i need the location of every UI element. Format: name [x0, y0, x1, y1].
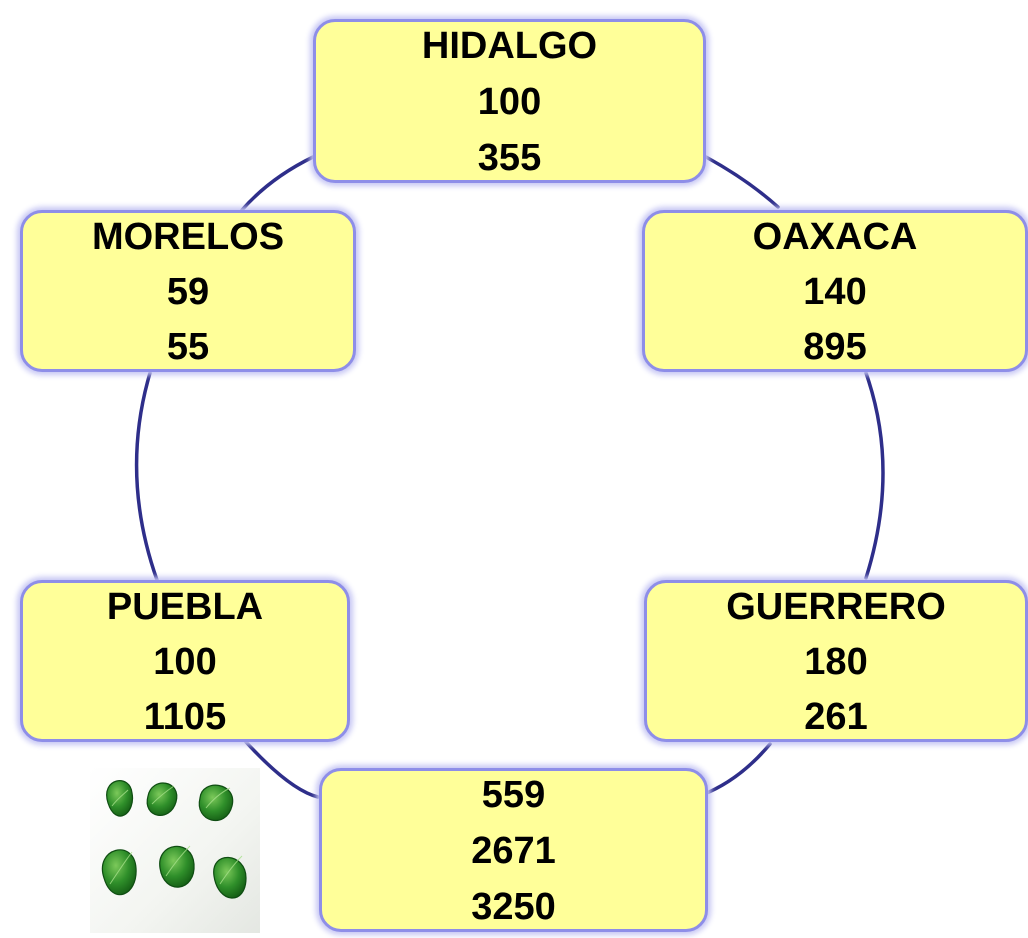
node-guerrero: GUERRERO 180 261 — [644, 580, 1028, 742]
connector-hidalgo-oaxaca — [704, 155, 780, 209]
node-guerrero-value2: 261 — [804, 696, 868, 738]
node-guerrero-value1: 180 — [804, 641, 868, 683]
node-oaxaca-value1: 140 — [803, 271, 867, 313]
connector-oaxaca-guerrero — [864, 371, 885, 580]
node-morelos-value2: 55 — [166, 326, 210, 368]
node-hidalgo: HIDALGO 100 355 — [313, 19, 706, 183]
node-morelos-name: MORELOS — [91, 216, 285, 258]
connector-morelos-hidalgo — [240, 155, 315, 212]
node-puebla-value1: 100 — [153, 641, 217, 683]
leaf-4 — [101, 849, 137, 896]
node-oaxaca-name: OAXACA — [752, 216, 918, 258]
node-puebla-name: PUEBLA — [106, 586, 264, 628]
leaf-6 — [213, 856, 247, 899]
node-oaxaca-value2: 895 — [803, 326, 867, 368]
connector-puebla-morelos — [134, 371, 159, 582]
connector-guerrero-total — [700, 742, 772, 797]
node-guerrero-name: GUERRERO — [726, 586, 946, 628]
node-total-value2: 2671 — [471, 830, 556, 872]
node-total-value3: 3250 — [471, 886, 556, 928]
leaf-2 — [146, 782, 178, 816]
green-leaves-icon — [90, 768, 260, 933]
node-hidalgo-name: HIDALGO — [421, 25, 598, 67]
leaf-5 — [159, 845, 195, 888]
node-hidalgo-value1: 100 — [477, 81, 542, 123]
leaf-1 — [106, 780, 134, 817]
node-total-value1: 559 — [481, 774, 546, 816]
node-morelos-value1: 59 — [166, 271, 210, 313]
node-puebla: PUEBLA 100 1105 — [20, 580, 350, 742]
connector-total-puebla — [244, 740, 320, 799]
node-puebla-value2: 1105 — [143, 696, 227, 738]
leaves-illustration — [101, 780, 247, 899]
node-total: 559 2671 3250 — [319, 768, 708, 932]
node-morelos: MORELOS 59 55 — [20, 210, 356, 372]
node-hidalgo-value2: 355 — [477, 137, 542, 179]
leaf-3 — [198, 784, 234, 822]
node-oaxaca: OAXACA 140 895 — [642, 210, 1028, 372]
